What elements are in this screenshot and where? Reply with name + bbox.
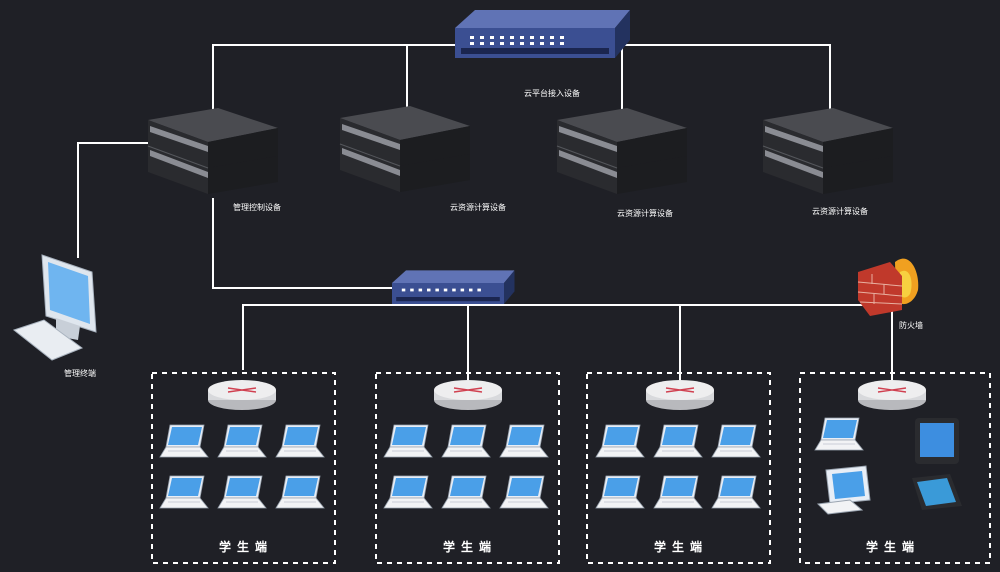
- student-group-label-1: 学生端: [218, 540, 274, 554]
- student-group-label-3: 学生端: [653, 540, 709, 554]
- student-group-label-2: 学生端: [442, 540, 498, 554]
- mixed-device-group: [814, 417, 962, 515]
- compute1-label: 云资源计算设备: [450, 203, 506, 212]
- compute3-label: 云资源计算设备: [812, 207, 868, 216]
- core-switch: [392, 270, 515, 304]
- student-group-boxes: [151, 372, 991, 564]
- firewall-label: 防火墙: [899, 321, 923, 330]
- laptop-group-1: [159, 424, 325, 509]
- router-3: [645, 379, 715, 411]
- compute-server-3: [762, 107, 894, 195]
- firewall-icon: [857, 258, 919, 316]
- mgmt-terminal-label: 管理终端: [64, 369, 96, 378]
- mgmt-terminal-icon: [12, 254, 97, 361]
- compute2-label: 云资源计算设备: [617, 209, 673, 218]
- compute-server-2: [556, 107, 688, 195]
- router-1: [207, 379, 277, 411]
- router-2: [433, 379, 503, 411]
- mgmt-control-label: 管理控制设备: [233, 203, 281, 212]
- cloud-access-switch: [455, 10, 630, 58]
- mgmt-control-server: [147, 107, 279, 195]
- tablet-landscape-icon: [912, 474, 962, 510]
- compute-server-1: [339, 105, 471, 193]
- tablet-icon: [915, 418, 959, 464]
- router-4: [857, 379, 927, 411]
- connection-lines: [77, 44, 893, 380]
- laptop-group-3: [595, 424, 761, 509]
- student-group-label-4: 学生端: [865, 540, 921, 554]
- desktop-icon: [816, 465, 871, 515]
- cloud-access-label: 云平台接入设备: [524, 89, 580, 98]
- switch-ports-top: [470, 36, 564, 45]
- laptop-group-2: [383, 424, 549, 509]
